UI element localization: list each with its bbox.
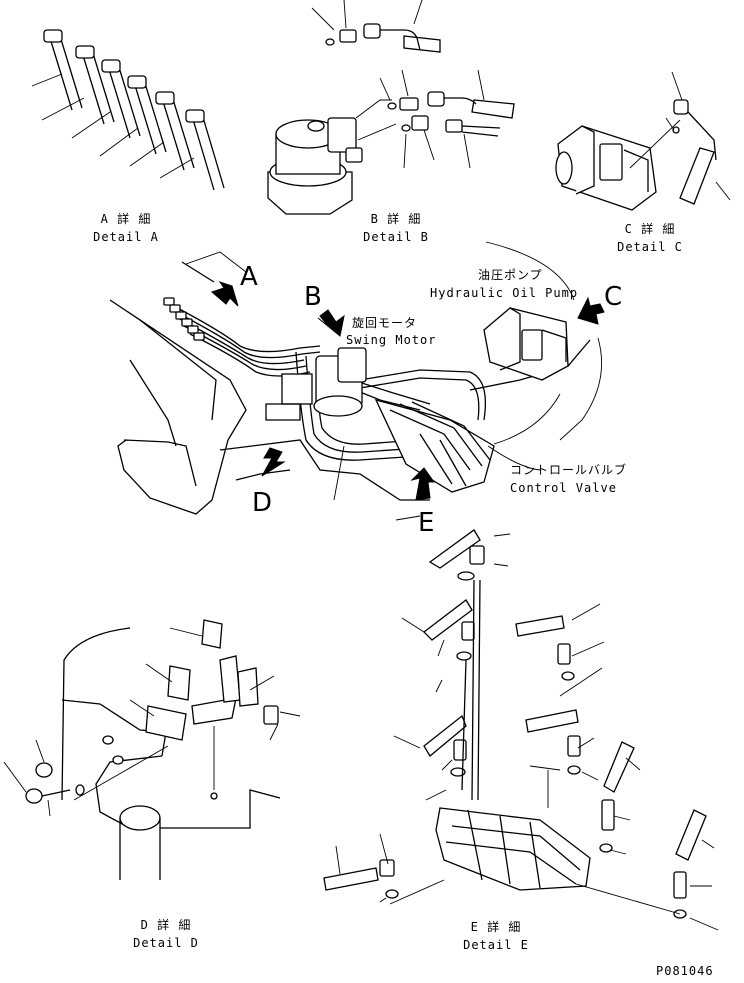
callout-d: D (252, 488, 273, 518)
main-assembly (109, 241, 605, 521)
callout-b: B (304, 282, 322, 312)
detail-b-caption-en: Detail B (363, 230, 429, 244)
detail-e-caption-jp: E 詳 細 (470, 920, 522, 934)
pump-label-en: Hydraulic Oil Pump (430, 286, 579, 300)
drawing-number: P081046 (656, 964, 714, 978)
pump-label-jp: 油圧ポンプ (478, 268, 543, 282)
detail-d-caption-en: Detail D (133, 936, 199, 950)
detail-a-caption-en: Detail A (93, 230, 159, 244)
arrow-e-icon (410, 467, 435, 501)
callout-c: C (604, 282, 623, 312)
detail-d-bracket (3, 619, 301, 880)
detail-e-caption-en: Detail E (463, 938, 529, 952)
detail-e-valve (323, 529, 719, 931)
swing-motor-label-jp: 旋回モータ (352, 316, 418, 330)
arrow-c-icon (577, 296, 605, 325)
callout-e: E (418, 508, 435, 538)
detail-a-caption-jp: A 詳 細 (100, 212, 152, 226)
callout-a: A (240, 262, 258, 292)
arrow-b-icon (317, 309, 345, 337)
control-valve-label-en: Control Valve (510, 481, 617, 495)
swing-motor-label-en: Swing Motor (346, 333, 437, 347)
arrow-a-icon (211, 281, 239, 307)
detail-c-caption-jp: C 詳 細 (624, 222, 676, 236)
detail-d-caption-jp: D 詳 細 (140, 918, 192, 932)
detail-a-hoses (31, 29, 225, 191)
detail-c-caption-en: Detail C (617, 240, 683, 254)
control-valve-label-jp: コントロールバルブ (510, 463, 628, 477)
detail-b-swing-motor (267, 0, 515, 215)
detail-c-pump (555, 71, 731, 211)
detail-b-caption-jp: B 詳 細 (370, 212, 422, 226)
arrow-d-icon (261, 447, 286, 477)
